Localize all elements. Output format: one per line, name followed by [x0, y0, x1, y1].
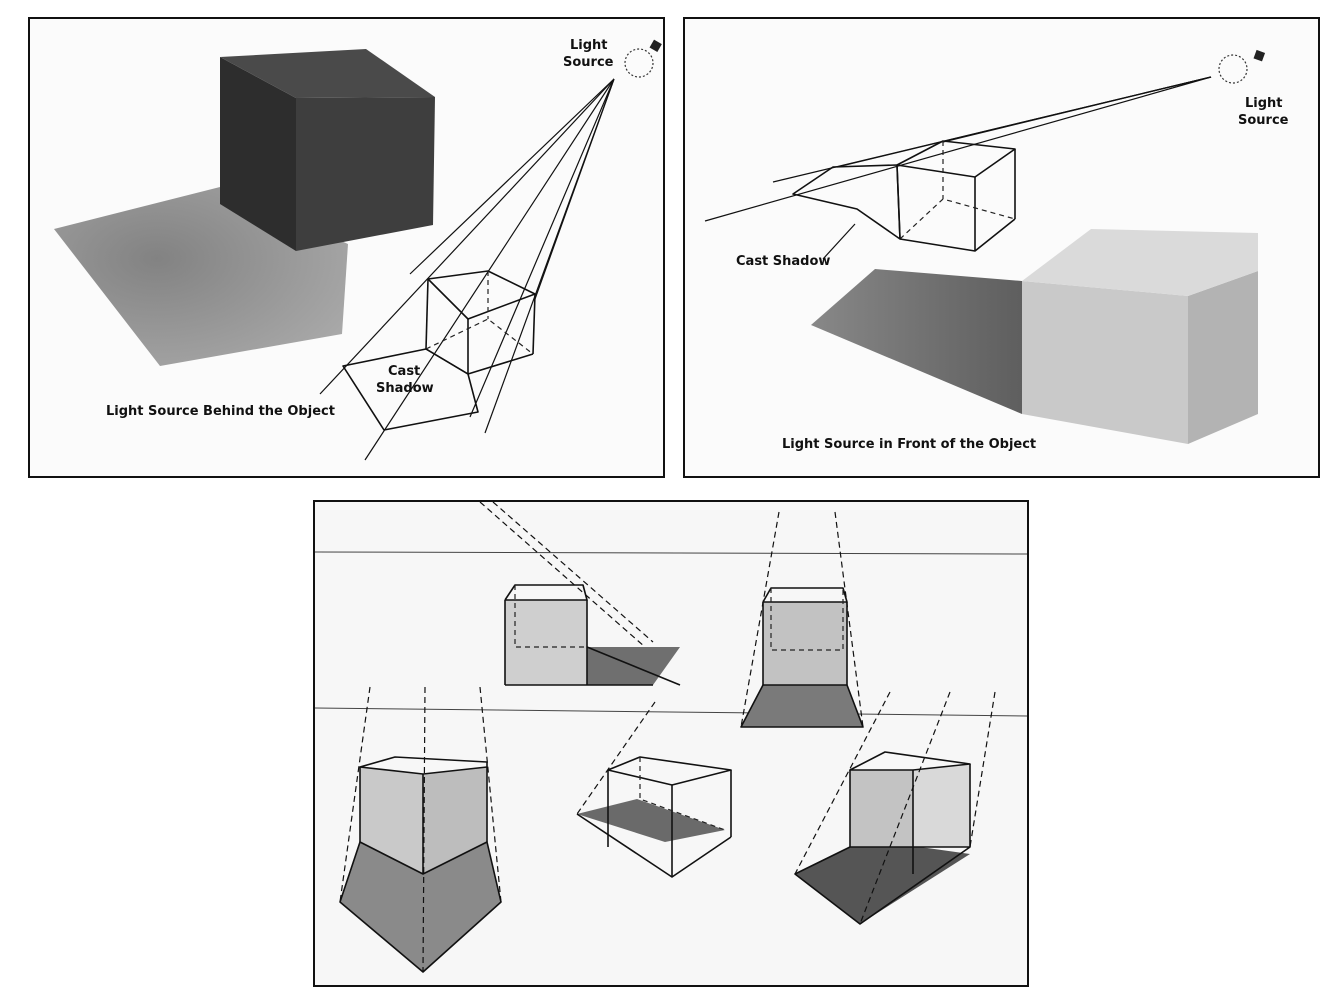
cube-side-face: [296, 97, 435, 251]
light-behind-illustration: Light Source Cast Shadow Light Source Be…: [30, 19, 665, 478]
panel-shadow-studies: [313, 500, 1029, 987]
cast-shadow-shaded: [811, 269, 1022, 414]
light-ray: [943, 77, 1211, 142]
cube-face: [850, 770, 913, 847]
light-ray: [705, 77, 1211, 221]
caption-light-behind: Light Source Behind the Object: [106, 404, 335, 419]
cube-study-back-light: [741, 512, 863, 727]
cast-shadow-label-line2: Shadow: [376, 381, 434, 396]
light-source-label-line2: Source: [1238, 113, 1289, 128]
cube-face: [505, 600, 587, 685]
cast-shadow-label-line1: Cast: [388, 364, 420, 379]
light-bulb-icon: [625, 40, 662, 77]
light-ray: [485, 79, 614, 433]
cube-face: [763, 602, 847, 685]
light-front-illustration: Light Source Cast Shadow Light Source in…: [685, 19, 1320, 478]
cube-shadow: [795, 847, 970, 924]
cube-study-side-light: [480, 502, 680, 685]
cast-shadow-label: Cast Shadow: [736, 254, 830, 269]
horizon-line: [315, 708, 1029, 716]
cube-side-face: [1188, 271, 1258, 444]
light-source-label-line1: Light: [570, 38, 608, 53]
wireframe-cast-shadow: [793, 165, 900, 239]
panel-light-front: Light Source Cast Shadow Light Source in…: [683, 17, 1320, 478]
wireframe-cube: [897, 141, 1015, 251]
cube-face: [913, 764, 970, 847]
caption-light-front: Light Source in Front of the Object: [782, 437, 1036, 452]
light-bulb-icon: [1219, 50, 1265, 83]
shadow-studies-illustration: [315, 502, 1029, 987]
cube-shadow: [577, 799, 725, 842]
panel-light-behind: Light Source Cast Shadow Light Source Be…: [28, 17, 665, 478]
cube-study-overhead-light: [577, 702, 731, 877]
horizon-line: [315, 552, 1029, 554]
light-ray: [410, 79, 614, 274]
cube-front-face: [1022, 281, 1188, 444]
light-source-label-line2: Source: [563, 55, 614, 70]
cube-study-front-light: [340, 687, 501, 972]
light-source-label-line1: Light: [1245, 96, 1283, 111]
